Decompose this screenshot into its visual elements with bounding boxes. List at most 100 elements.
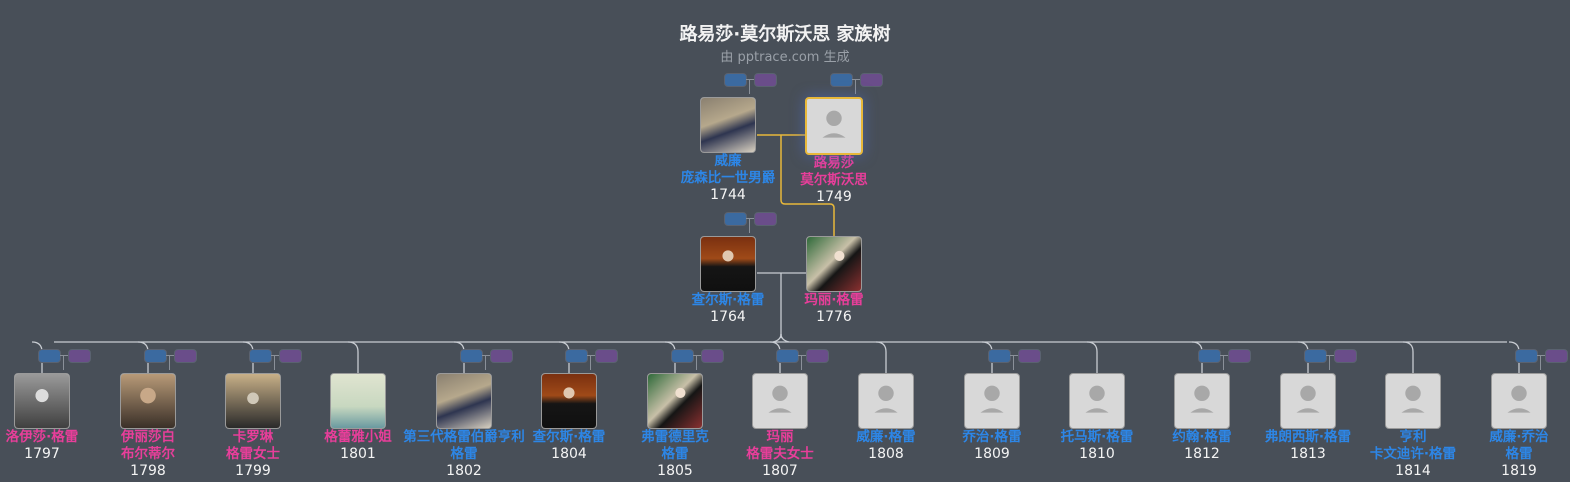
expand-father-button[interactable]	[1515, 349, 1538, 363]
badge-connector	[587, 355, 595, 356]
birth-year: 1810	[1079, 446, 1115, 462]
person-card[interactable]	[805, 97, 863, 155]
person-card[interactable]	[647, 373, 703, 429]
expand-father-button[interactable]	[830, 73, 853, 87]
expand-mother-button[interactable]	[1018, 349, 1041, 363]
expand-father-button[interactable]	[565, 349, 588, 363]
person-card[interactable]	[1069, 373, 1125, 429]
badge-stem	[1540, 356, 1541, 370]
expand-mother-button[interactable]	[174, 349, 197, 363]
person-card[interactable]	[14, 373, 70, 429]
expand-father-button[interactable]	[776, 349, 799, 363]
expand-mother-button[interactable]	[595, 349, 618, 363]
expand-mother-button[interactable]	[68, 349, 91, 363]
expand-father-button[interactable]	[671, 349, 694, 363]
birth-year: 1801	[340, 446, 376, 462]
child-link	[1086, 341, 1098, 373]
portrait-photo	[121, 374, 175, 428]
person-card[interactable]	[806, 236, 862, 292]
person-card[interactable]	[1491, 373, 1547, 429]
person-placeholder-icon	[822, 110, 846, 138]
expand-father-button[interactable]	[724, 212, 747, 226]
expand-mother-button[interactable]	[754, 212, 777, 226]
person-card[interactable]	[1385, 373, 1441, 429]
expand-mother-button[interactable]	[490, 349, 513, 363]
badge-stem	[1013, 356, 1014, 370]
person-card[interactable]	[752, 373, 808, 429]
person-card[interactable]	[120, 373, 176, 429]
person-name: 格雷夫女士	[746, 446, 814, 462]
portrait-photo	[807, 237, 861, 291]
expand-mother-button[interactable]	[806, 349, 829, 363]
expand-father-button[interactable]	[249, 349, 272, 363]
person-name: 玛丽	[766, 429, 794, 445]
relation-toggles	[565, 349, 625, 370]
birth-year: 1804	[551, 446, 587, 462]
badge-connector	[60, 355, 68, 356]
expand-father-button[interactable]	[38, 349, 61, 363]
person-card[interactable]	[330, 373, 386, 429]
parent-child-line	[780, 135, 835, 236]
expand-father-button[interactable]	[460, 349, 483, 363]
portrait-photo	[15, 374, 69, 428]
person-card[interactable]	[964, 373, 1020, 429]
person-card[interactable]	[700, 97, 756, 153]
relation-toggles	[988, 349, 1048, 370]
badge-stem	[749, 80, 750, 94]
person-name: 亨利	[1399, 429, 1427, 445]
expand-mother-button[interactable]	[701, 349, 724, 363]
person-card[interactable]	[700, 236, 756, 292]
expand-father-button[interactable]	[1304, 349, 1327, 363]
expand-mother-button[interactable]	[1334, 349, 1357, 363]
expand-father-button[interactable]	[1198, 349, 1221, 363]
expand-mother-button[interactable]	[279, 349, 302, 363]
expand-mother-button[interactable]	[1228, 349, 1251, 363]
person-name: 格蕾雅小姐	[324, 429, 392, 445]
person-card[interactable]	[225, 373, 281, 429]
person-card[interactable]	[858, 373, 914, 429]
person-card[interactable]	[436, 373, 492, 429]
birth-year: 1744	[710, 187, 746, 203]
person-placeholder-icon	[1190, 385, 1214, 413]
expand-mother-button[interactable]	[754, 73, 777, 87]
person-name: 格雷	[661, 446, 689, 462]
expand-father-button[interactable]	[144, 349, 167, 363]
badge-stem	[169, 356, 170, 370]
person-placeholder-icon	[980, 385, 1004, 413]
relation-toggles	[144, 349, 204, 370]
badge-connector	[746, 79, 754, 80]
expand-mother-button[interactable]	[860, 73, 883, 87]
person-name: 弗雷德里克	[641, 429, 709, 445]
expand-father-button[interactable]	[988, 349, 1011, 363]
person-placeholder-icon	[1507, 385, 1531, 413]
person-card[interactable]	[541, 373, 597, 429]
person-name: 乔治·格雷	[962, 429, 1022, 445]
badge-connector	[1220, 355, 1228, 356]
badge-stem	[749, 219, 750, 233]
expand-father-button[interactable]	[724, 73, 747, 87]
expand-mother-button[interactable]	[1545, 349, 1568, 363]
person-card[interactable]	[1174, 373, 1230, 429]
badge-stem	[1329, 356, 1330, 370]
person-placeholder-icon	[874, 385, 898, 413]
person-card[interactable]	[1280, 373, 1336, 429]
